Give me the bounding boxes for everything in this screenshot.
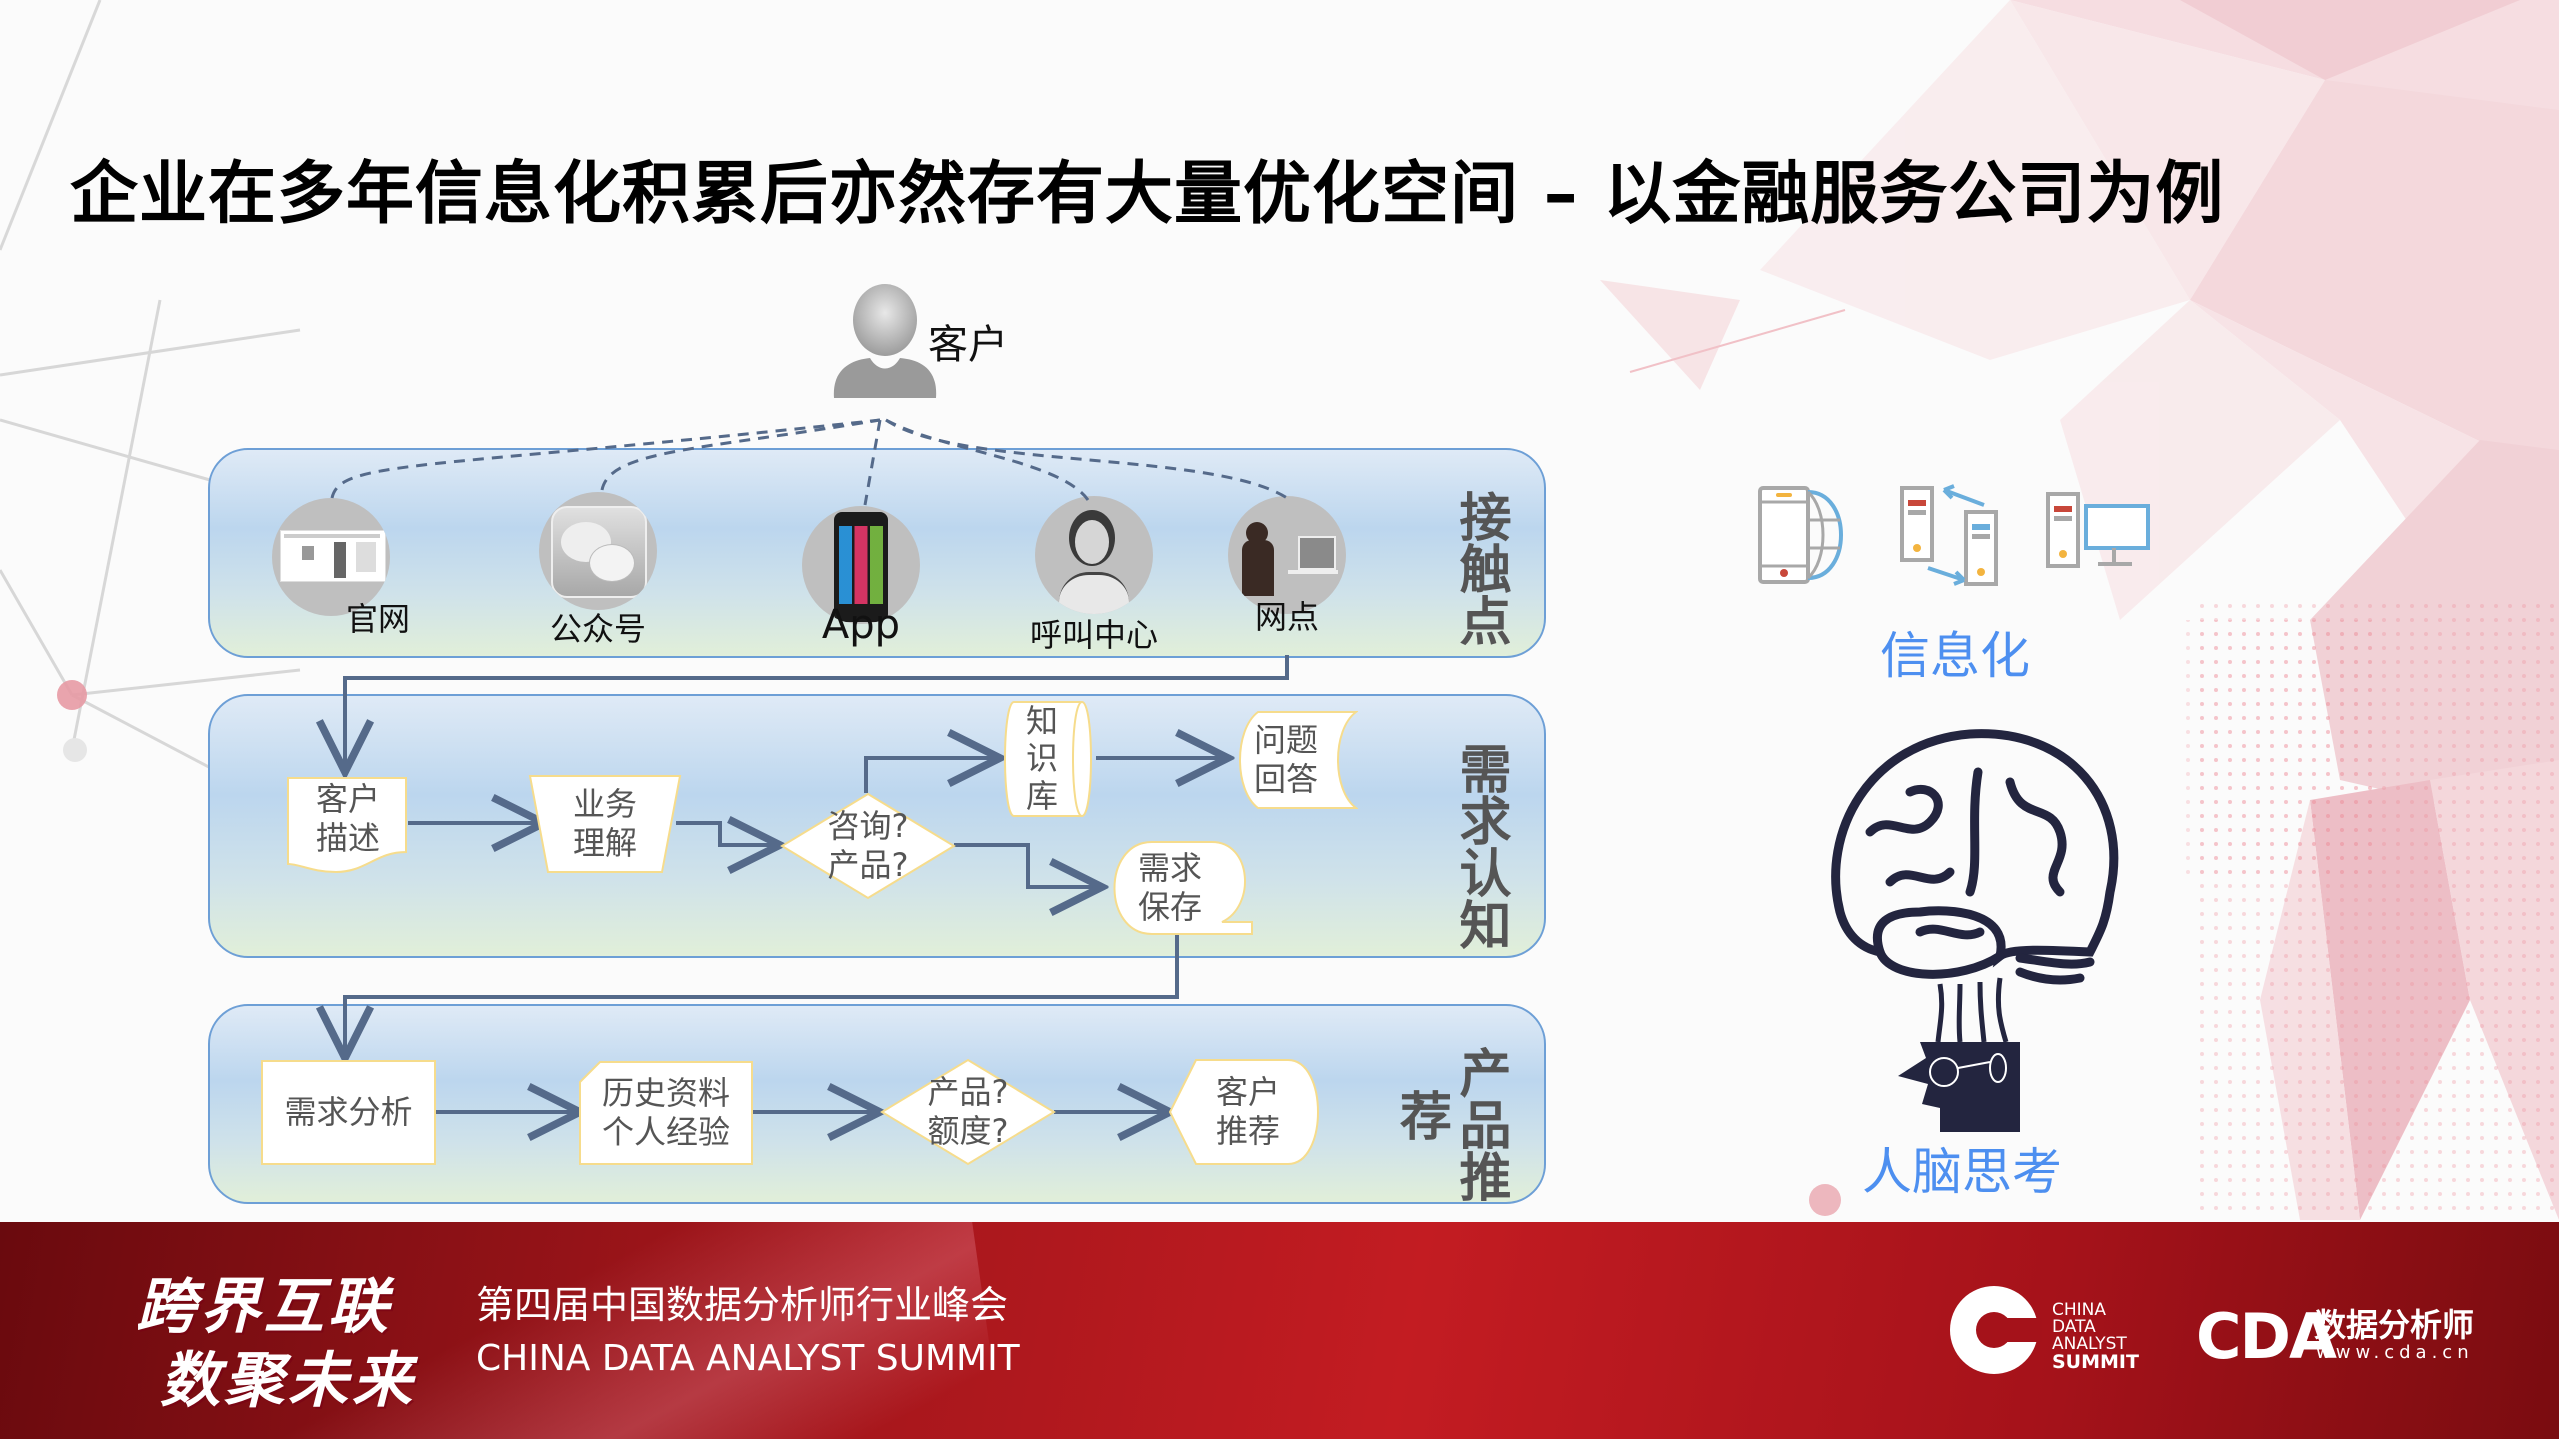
footer-banner: 跨界互联 数聚未来 第四届中国数据分析师行业峰会 CHINA DATA ANAL… bbox=[0, 1222, 2559, 1439]
channel-wechat[interactable]: 公众号 bbox=[539, 492, 657, 648]
smartphone-icon bbox=[802, 506, 920, 624]
person-silhouette-icon bbox=[833, 284, 937, 398]
node-decision-product-limit[interactable]: 产品? 额度? bbox=[927, 1072, 1009, 1150]
human-thinking-label: 人脑思考 bbox=[1862, 1143, 2062, 1201]
display-shape bbox=[1168, 1059, 1319, 1165]
node-qa[interactable]: 问题 回答 bbox=[1253, 720, 1318, 798]
node-needs-storage[interactable]: 需求 保存 bbox=[1137, 848, 1202, 926]
cda-logo-mark: CDA bbox=[2196, 1300, 2337, 1373]
needs-recognition-tag: 需求认知 bbox=[1450, 742, 1510, 950]
server-sync-icon bbox=[1900, 484, 1998, 586]
channel-app[interactable]: App bbox=[802, 506, 920, 648]
channel-label: 呼叫中心 bbox=[1029, 616, 1159, 654]
mobile-web-icon bbox=[1758, 486, 1843, 584]
product-recommendation-tag: 产品推 bbox=[1450, 1046, 1510, 1202]
node-knowledge-base[interactable]: 知 识 库 bbox=[1025, 702, 1058, 815]
event-name-cn: 第四届中国数据分析师行业峰会 bbox=[476, 1283, 1009, 1327]
channel-label: 公众号 bbox=[549, 610, 647, 648]
slide-title: 企业在多年信息化积累后亦然存有大量优化空间 – 以金融服务公司为例 bbox=[70, 155, 2225, 234]
document-shape bbox=[287, 777, 407, 874]
channel-label: 网点 bbox=[1254, 598, 1320, 636]
informatization-label: 信息化 bbox=[1880, 627, 2030, 685]
call-center-agent-icon bbox=[1035, 496, 1153, 614]
storage-bubble-shape bbox=[1113, 841, 1253, 935]
decision-diamond-shape bbox=[880, 1058, 1056, 1166]
brain-head-illustration bbox=[1831, 729, 2119, 1132]
summit-logo-text: CHINA DATA ANALYST SUMMIT bbox=[2052, 1300, 2139, 1373]
channel-branch[interactable]: 网点 bbox=[1228, 496, 1346, 636]
node-customer-recommendation[interactable]: 客户 推荐 bbox=[1215, 1072, 1280, 1150]
cda-url[interactable]: www.cda.cn bbox=[2316, 1342, 2474, 1363]
cda-logo-text: 数据分析师 bbox=[2314, 1306, 2475, 1344]
channel-label: App bbox=[821, 602, 901, 648]
snipped-rect-shape bbox=[579, 1061, 753, 1165]
wechat-icon bbox=[539, 492, 657, 610]
branch-office-icon bbox=[1228, 496, 1346, 614]
channel-label: 官网 bbox=[345, 600, 411, 638]
desktop-computer-icon bbox=[2046, 492, 2150, 568]
channel-website[interactable]: 官网 bbox=[272, 498, 410, 638]
website-screenshot-icon bbox=[272, 498, 390, 616]
decision-diamond-shape bbox=[780, 792, 956, 900]
customer-label: 客户 bbox=[928, 322, 1008, 368]
event-name-en: CHINA DATA ANALYST SUMMIT bbox=[476, 1338, 1020, 1379]
slogan-line-1: 跨界互联 bbox=[136, 1272, 392, 1342]
node-needs-analysis[interactable]: 需求分析 bbox=[261, 1060, 436, 1165]
node-history-experience[interactable]: 历史资料 个人经验 bbox=[601, 1073, 730, 1151]
node-customer-description[interactable]: 客户 描述 bbox=[315, 779, 380, 857]
node-decision-consult-product[interactable]: 咨询? 产品? bbox=[827, 806, 909, 884]
channel-call-center[interactable]: 呼叫中心 bbox=[1030, 496, 1158, 654]
touchpoints-tag: 接触点 bbox=[1450, 490, 1510, 646]
summit-c-logo-icon bbox=[1950, 1286, 2042, 1374]
product-recommendation-tag-tail: 荐 bbox=[1400, 1088, 1453, 1148]
node-business-understanding[interactable]: 业务 理解 bbox=[572, 784, 637, 862]
slogan-line-2: 数聚未来 bbox=[160, 1346, 416, 1416]
informatization-icons bbox=[1758, 484, 2150, 586]
